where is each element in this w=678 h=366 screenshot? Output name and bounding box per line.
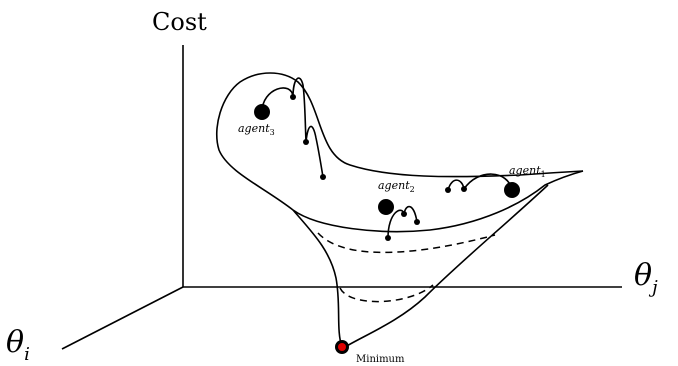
theta-j-axis-label: θj bbox=[634, 258, 658, 298]
contour-upper bbox=[317, 232, 496, 254]
theta-i-axis-line bbox=[61, 286, 184, 350]
trajectory-point bbox=[414, 219, 420, 225]
agent1-marker bbox=[504, 182, 520, 198]
cost-axis-label: Cost bbox=[152, 8, 207, 36]
trajectory-point bbox=[461, 186, 467, 192]
cost-surface bbox=[215, 72, 584, 348]
trajectory-points bbox=[290, 94, 467, 241]
theta-i-axis-label: θi bbox=[6, 325, 30, 365]
minimum-marker bbox=[338, 343, 346, 351]
trajectory-point bbox=[401, 211, 407, 217]
trajectory-point bbox=[303, 139, 309, 145]
agent3-label: agent3 bbox=[238, 122, 275, 137]
axes bbox=[61, 45, 622, 350]
surface-rim bbox=[215, 72, 584, 211]
agent2-label: agent2 bbox=[378, 179, 415, 194]
agent2-marker bbox=[378, 199, 394, 215]
trajectory-agent3-hop3 bbox=[305, 125, 324, 178]
trajectory-point bbox=[385, 235, 391, 241]
agent1-label: agent1 bbox=[509, 164, 546, 179]
trajectory-point bbox=[320, 174, 326, 180]
funnel-right-wall bbox=[344, 184, 549, 348]
contour-lower bbox=[339, 284, 434, 303]
agent3-marker bbox=[254, 104, 270, 120]
surface-fold bbox=[292, 170, 584, 233]
trajectory-agent3-hop2 bbox=[292, 77, 307, 143]
trajectory-point bbox=[445, 187, 451, 193]
trajectory-point bbox=[290, 94, 296, 100]
minimum-label: Minimum bbox=[356, 354, 405, 365]
funnel-left-wall bbox=[292, 209, 343, 348]
